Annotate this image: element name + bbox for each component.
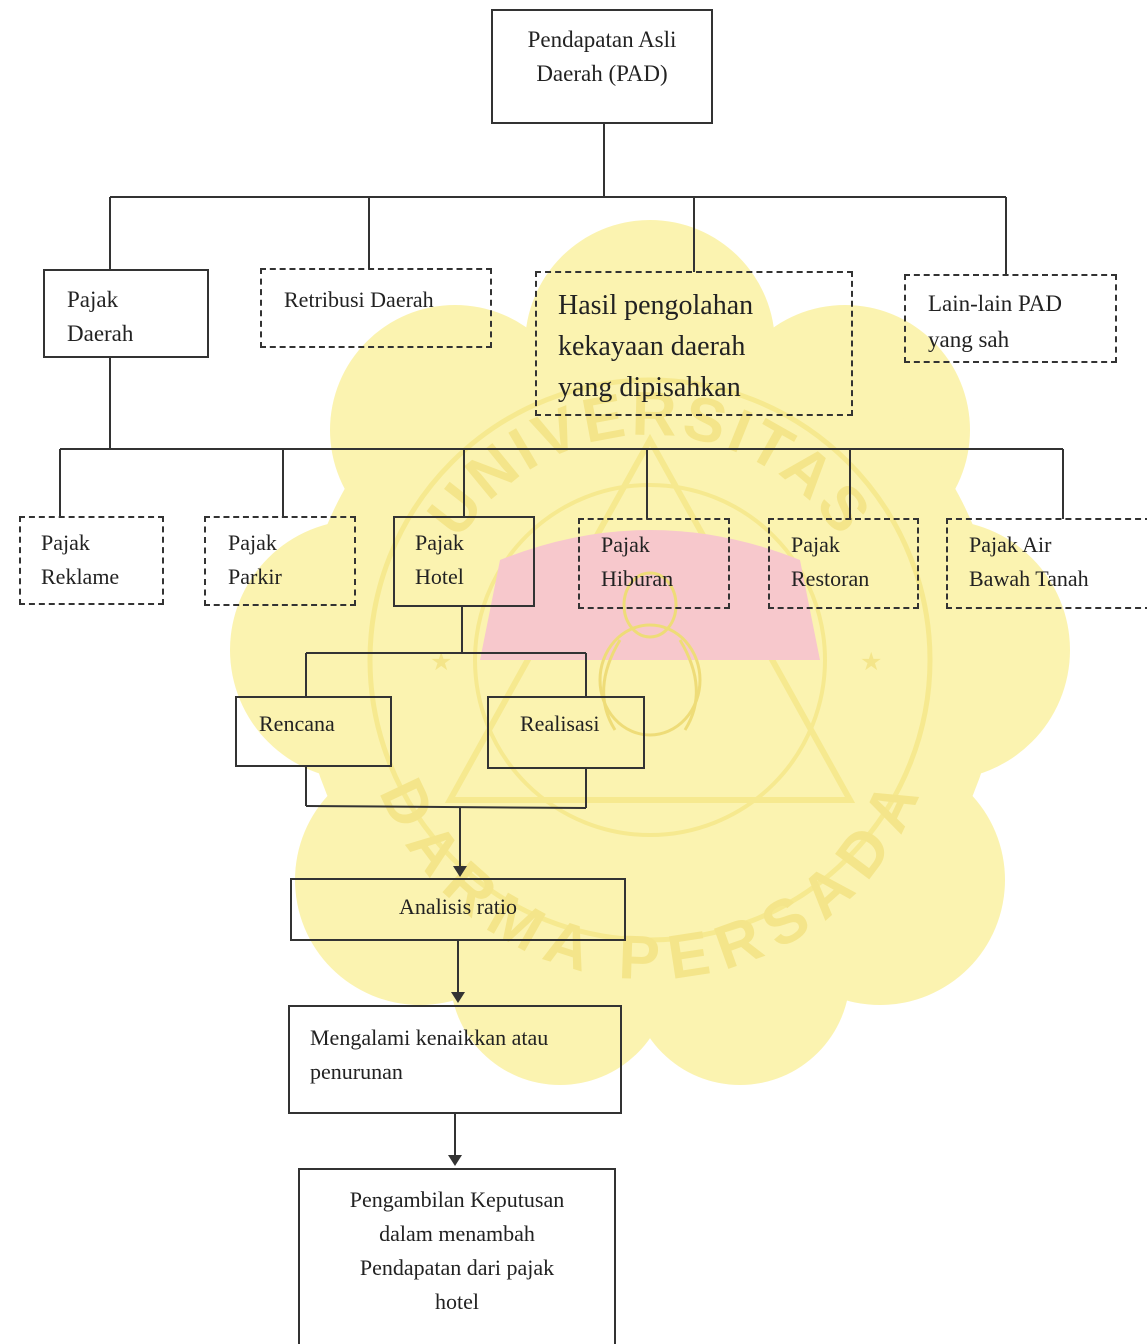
hasil-pengolahan-label: Hasil pengolahan kekayaan daerah yang di…: [558, 290, 754, 403]
arrowheads: [448, 866, 467, 1166]
pad-box: Pendapatan Asli Daerah (PAD): [491, 9, 713, 124]
pad-label: Pendapatan Asli Daerah (PAD): [527, 27, 677, 86]
pajak-daerah-box: Pajak Daerah: [43, 269, 209, 358]
rencana-label: Rencana: [259, 711, 335, 736]
rencana-box: Rencana: [235, 696, 392, 767]
lain-lain-pad-label: Lain-lain PAD yang sah: [928, 291, 1062, 352]
seal-outer-ring: [367, 377, 933, 943]
pajak-parkir-label: Pajak Parkir: [228, 530, 282, 589]
pengambilan-keputusan-box: Pengambilan Keputusan dalam menambah Pen…: [298, 1168, 616, 1344]
hasil-pengolahan-box: Hasil pengolahan kekayaan daerah yang di…: [535, 271, 853, 416]
pajak-reklame-box: Pajak Reklame: [19, 516, 164, 605]
pajak-daerah-label: Pajak Daerah: [67, 287, 134, 346]
mengalami-label: Mengalami kenaikkan atau penurunan: [310, 1025, 549, 1084]
analisis-ratio-box: Analisis ratio: [290, 878, 626, 941]
seal-star-left-icon: ★: [430, 648, 452, 676]
pajak-hiburan-label: Pajak Hiburan: [601, 532, 674, 591]
pajak-hotel-box: Pajak Hotel: [393, 516, 535, 607]
realisasi-box: Realisasi: [487, 696, 645, 769]
pajak-air-bawah-tanah-box: Pajak Air Bawah Tanah: [946, 518, 1147, 609]
analisis-ratio-label: Analisis ratio: [399, 894, 517, 919]
pajak-hotel-label: Pajak Hotel: [415, 530, 464, 589]
pajak-hiburan-box: Pajak Hiburan: [578, 518, 730, 609]
pajak-restoran-box: Pajak Restoran: [768, 518, 919, 609]
seal-star-right-icon: ★: [860, 648, 882, 676]
realisasi-label: Realisasi: [520, 711, 600, 736]
pajak-restoran-label: Pajak Restoran: [791, 532, 870, 591]
seal-inner-ring: [473, 483, 827, 837]
seal-emblem-figure: [598, 571, 702, 737]
lain-lain-pad-box: Lain-lain PAD yang sah: [904, 274, 1117, 363]
seal-petals: [230, 220, 1070, 1085]
pengambilan-keputusan-label: Pengambilan Keputusan dalam menambah Pen…: [349, 1187, 565, 1314]
mengalami-box: Mengalami kenaikkan atau penurunan: [288, 1005, 622, 1114]
pajak-air-bawah-tanah-label: Pajak Air Bawah Tanah: [969, 532, 1089, 591]
pajak-parkir-box: Pajak Parkir: [204, 516, 356, 606]
pajak-reklame-label: Pajak Reklame: [41, 530, 120, 589]
retribusi-daerah-box: Retribusi Daerah: [260, 268, 492, 348]
seal-red-band: [480, 530, 820, 660]
retribusi-daerah-label: Retribusi Daerah: [284, 287, 434, 312]
